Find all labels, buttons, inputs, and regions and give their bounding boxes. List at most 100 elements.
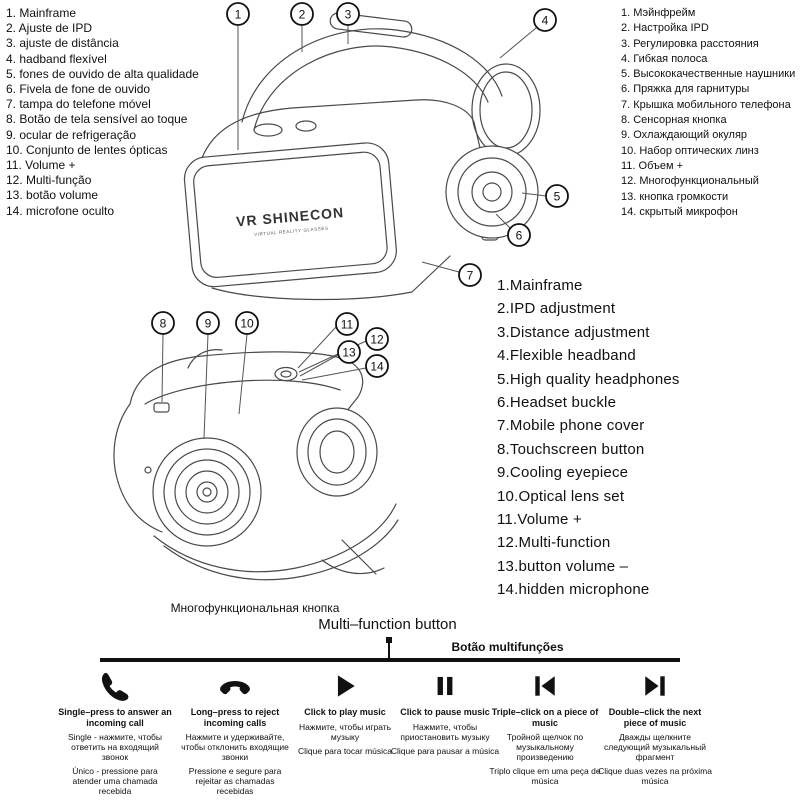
control-caption-ru: Single - нажмите, чтобы ответить на вход… (67, 732, 163, 762)
list-item: 10.Optical lens set (497, 487, 625, 505)
list-item: 5.High quality headphones (497, 370, 680, 388)
multi-function-label-portuguese: Botão multifunções (451, 640, 564, 654)
control-column-next-track: Double–click the next piece of music Два… (597, 666, 713, 786)
list-item: 11. Объем + (621, 159, 684, 172)
leader-line (297, 326, 337, 369)
svg-text:2: 2 (299, 8, 306, 22)
reject-call-icon (177, 666, 293, 706)
list-item: 5. Высококачественные наушники (621, 68, 796, 81)
list-item: 10. Conjunto de lentes ópticas (6, 142, 168, 157)
list-item: 3. Регулировка расстояния (621, 37, 759, 50)
right-ear-cup-ring2 (319, 430, 355, 474)
body-left-side (113, 403, 163, 533)
svg-text:11: 11 (341, 318, 354, 332)
list-item: 3.Distance adjustment (497, 323, 650, 341)
svg-text:7: 7 (467, 269, 474, 283)
control-caption-en: Click to pause music (400, 707, 490, 717)
svg-text:5: 5 (554, 190, 561, 204)
phone-cover-edge (211, 255, 451, 301)
next-track-icon (597, 666, 713, 706)
left-ear-cup (152, 437, 262, 547)
list-item: 1. Мэйнфрейм (621, 7, 696, 19)
leader-line (161, 333, 164, 403)
headband-inner (253, 45, 489, 131)
multi-function-label-russian: Многофункциональная кнопка (170, 601, 340, 615)
control-caption-pt: Único - pressione para atender uma chama… (72, 766, 158, 796)
callout-2: 2 (290, 2, 314, 26)
control-bar (100, 658, 680, 662)
list-item: 8. Сенсорная кнопка (621, 114, 727, 127)
front-panel-group: VR SHINECON VIRTUAL REALITY GLASSES (183, 142, 397, 288)
list-item: 4. hadband flexível (6, 51, 107, 66)
control-caption-pt: Clique para tocar música (297, 745, 392, 756)
control-caption-pt: Pressione e segure para rejeitar as cham… (188, 766, 282, 796)
list-item: 7. tampa do telefone móvel (6, 97, 151, 112)
headband (241, 28, 503, 123)
strap-cross2 (341, 539, 377, 575)
parts-list-russian: 1. Мэйнфрейм 2. Настройка IPD 3. Регулир… (621, 6, 795, 220)
callout-14: 14 (365, 354, 389, 378)
parts-list-portuguese: 1. Mainframe 2. Ajuste de IPD 3. ajuste … (6, 6, 199, 219)
list-item: 3. ajuste de distância (6, 36, 119, 51)
control-caption-ru: Нажмите, чтобы приостановить музыку (400, 721, 490, 742)
svg-text:12: 12 (370, 333, 384, 347)
rear-strap-ring (471, 63, 541, 157)
control-caption-ru: Нажмите и удерживайте, чтобы отклонить в… (181, 732, 289, 762)
front-panel (183, 142, 397, 288)
list-item: 12.Multi-function (497, 534, 611, 552)
callout-13: 13 (337, 340, 361, 364)
control-caption-en: Single–press to answer an incoming call (58, 707, 172, 728)
strap-lower (153, 503, 397, 573)
right-ear-cup-ring (307, 418, 367, 486)
list-item: 1. Mainframe (6, 6, 77, 20)
top-housing (201, 99, 481, 159)
list-item: 7. Крышка мобильного телефона (621, 98, 791, 111)
list-item: 14.hidden microphone (497, 581, 650, 599)
left-ear-cup-center (202, 487, 212, 497)
headset-front-line-art: VR SHINECON VIRTUAL REALITY GLASSES (183, 12, 541, 301)
leader-line (203, 333, 209, 439)
callout-8: 8 (151, 311, 175, 335)
control-caption-pt: Triplo clique em uma peça de música (489, 766, 601, 786)
control-column-play: Click to play music Нажмите, чтобы играт… (287, 666, 403, 756)
control-caption-ru: Тройной щелчок по музыкальному произведе… (506, 732, 584, 762)
list-item: 2.IPD adjustment (497, 300, 616, 318)
list-item: 8.Touchscreen button (497, 440, 645, 458)
callout-4: 4 (533, 8, 557, 32)
control-caption-en: Double–click the next piece of music (608, 707, 702, 728)
list-item: 6.Headset buckle (497, 394, 617, 412)
strap-cross (321, 559, 385, 575)
list-item: 13.button volume – (497, 557, 629, 575)
strap-lower2 (163, 519, 399, 581)
control-column-answer-call: Single–press to answer an incoming call … (57, 666, 173, 796)
list-item: 4. Гибкая полоса (621, 52, 708, 65)
callout-5: 5 (545, 184, 569, 208)
microphone-hole (144, 466, 152, 474)
list-item: 6. Fivela de fone de ouvido (6, 82, 151, 97)
list-item: 2. Ajuste de IPD (6, 21, 93, 36)
rear-strap-ring-inner (479, 71, 533, 149)
list-item: 9.Cooling eyepiece (497, 464, 629, 482)
leader-line (495, 213, 511, 229)
left-ear-cup-ring4 (196, 481, 218, 503)
headset-bottom-line-art (113, 349, 399, 581)
right-ear-cup (296, 407, 378, 497)
svg-text:9: 9 (205, 317, 212, 331)
ear-cup-outer (445, 145, 539, 239)
control-caption-en: Click to play music (304, 707, 386, 717)
control-caption-ru: Нажмите, чтобы играть музыку (298, 721, 392, 742)
left-ear-cup-ring3 (185, 470, 229, 514)
callout-9: 9 (196, 311, 220, 335)
list-item: 5. fones de ouvido de alta qualidade (6, 66, 199, 81)
pause-icon (387, 666, 503, 706)
list-item: 11. Volume + (6, 158, 76, 173)
multi-function-button (274, 366, 298, 382)
list-item: 12. Многофункциональный (621, 175, 759, 188)
touchscreen-button (153, 402, 170, 413)
svg-text:14: 14 (370, 360, 384, 374)
control-caption-en: Long–press to reject incoming calls (190, 707, 280, 728)
leader-line (499, 27, 537, 59)
control-caption-pt: Clique duas vezes na próxima música (598, 766, 712, 786)
left-ear-cup-ring2 (174, 459, 240, 525)
